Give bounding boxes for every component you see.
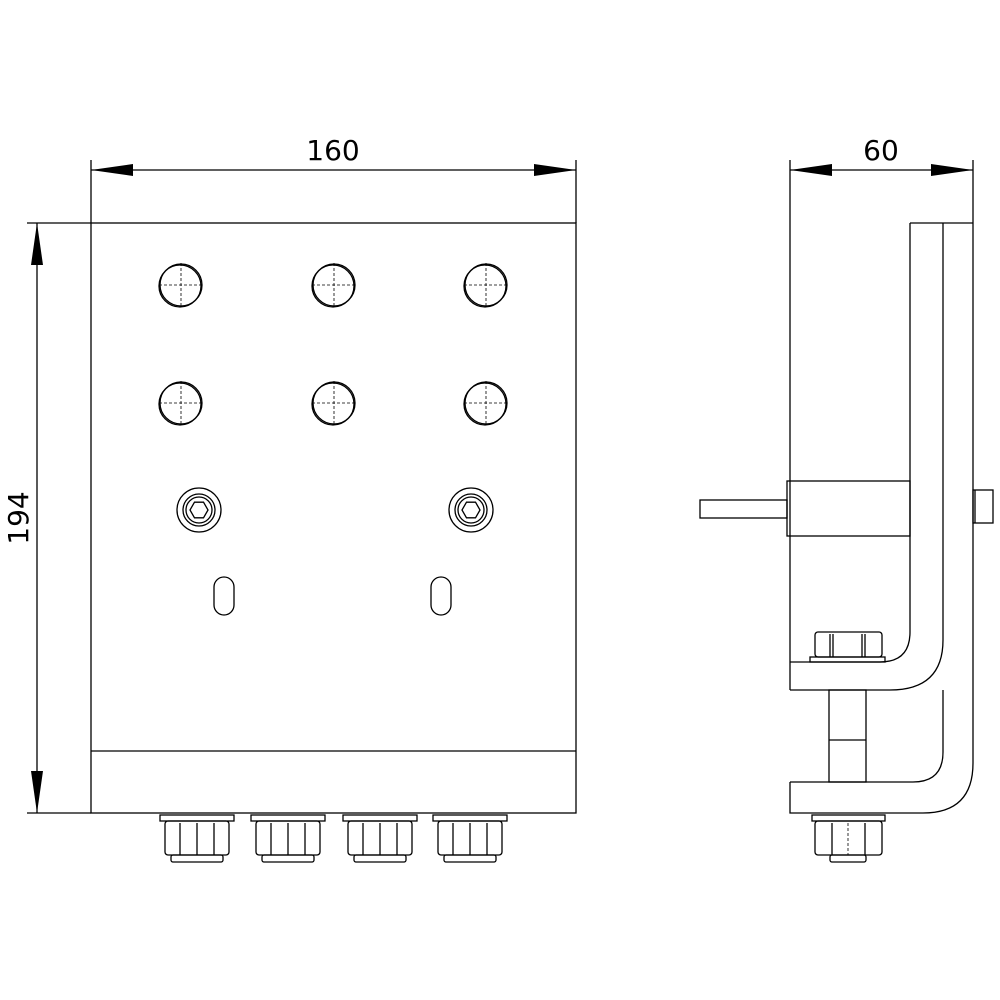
washer: [342, 814, 418, 822]
arrow-head: [31, 771, 43, 813]
hex-nut: [159, 814, 235, 863]
slot: [213, 576, 235, 616]
height-dimension: 194: [2, 222, 91, 814]
side-view: 60: [699, 134, 994, 863]
width-dimension: 160: [90, 134, 577, 223]
depth-dimension: 60: [789, 134, 974, 690]
hole-outline: [158, 264, 202, 308]
hex-nut: [432, 814, 508, 863]
screw-head: [182, 493, 216, 527]
bolt-holes: [158, 263, 508, 426]
hex-nut: [250, 814, 326, 863]
hole-outline: [463, 264, 507, 308]
horizontal-bolt: [699, 480, 994, 537]
bolt-hole: [311, 263, 356, 308]
washer: [159, 814, 235, 822]
vertical-bolt: [809, 631, 886, 863]
socket-screw: [448, 487, 494, 533]
hex-socket-icon: [461, 501, 481, 519]
mounting-plate: [90, 222, 577, 814]
hole-outline: [158, 382, 202, 426]
height-dimension-label: 194: [2, 491, 35, 544]
socket-screws: [176, 487, 494, 533]
bottom-nuts: [159, 814, 508, 863]
arrow-head: [931, 164, 973, 176]
hex-nut: [342, 814, 418, 863]
width-dimension-label: 160: [306, 134, 359, 167]
washer: [432, 814, 508, 822]
bolt-end: [443, 854, 497, 863]
bolt-hole: [158, 263, 203, 308]
screw-washer: [176, 487, 222, 533]
bolt-hole: [311, 381, 356, 426]
bolt-end: [170, 854, 224, 863]
front-view: 160 194: [2, 134, 577, 863]
slot: [430, 576, 452, 616]
bolt-hole: [463, 263, 508, 308]
slots: [213, 576, 452, 616]
screw-head: [454, 493, 488, 527]
hole-outline: [311, 382, 355, 426]
socket-screw: [176, 487, 222, 533]
c-bracket: [789, 222, 974, 814]
screw-head: [457, 496, 485, 524]
bolt-end: [261, 854, 315, 863]
bolt-end: [353, 854, 407, 863]
screw-head: [185, 496, 213, 524]
arrow-head: [534, 164, 576, 176]
washer: [250, 814, 326, 822]
screw-washer: [448, 487, 494, 533]
depth-dimension-label: 60: [863, 134, 899, 167]
arrow-head: [31, 223, 43, 265]
hole-outline: [311, 264, 355, 308]
bolt-hole: [463, 381, 508, 426]
bolt-hole: [158, 381, 203, 426]
arrow-head: [790, 164, 832, 176]
hole-outline: [463, 382, 507, 426]
arrow-head: [91, 164, 133, 176]
hex-socket-icon: [189, 501, 209, 519]
